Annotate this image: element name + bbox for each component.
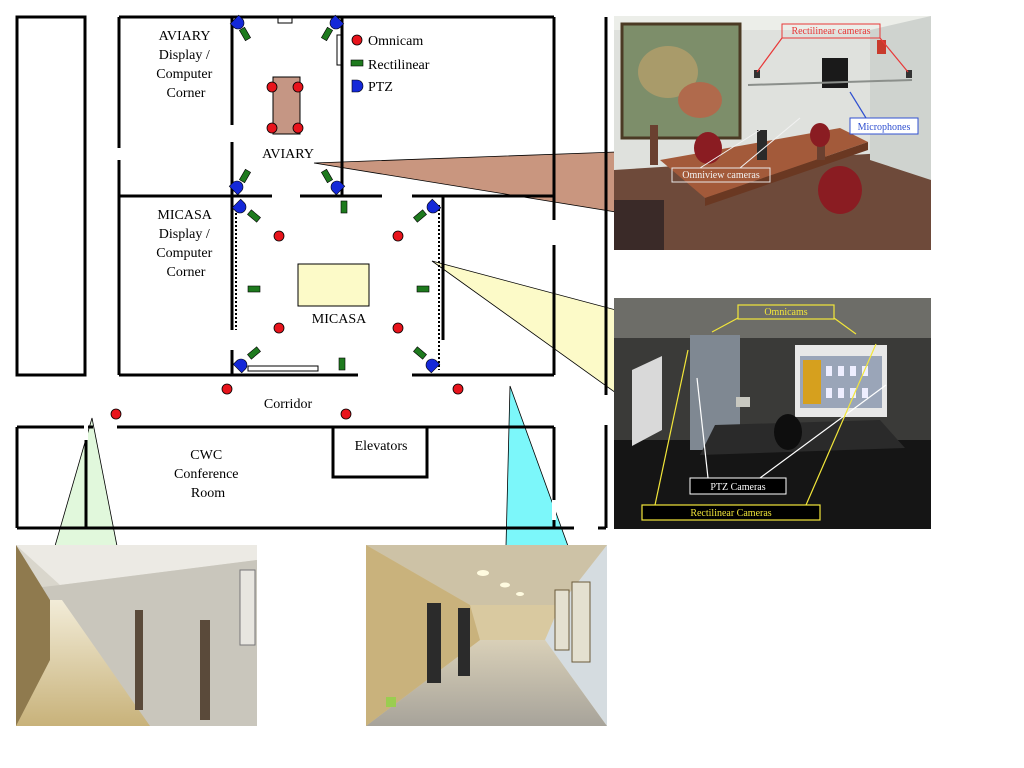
aviary-door	[277, 17, 293, 24]
omnicam-marker	[110, 408, 122, 420]
omnicam-marker	[452, 383, 464, 395]
ptz-callout-box	[689, 477, 787, 495]
legend-rectilinear-swatch	[350, 59, 364, 67]
ptz-marker	[329, 14, 345, 30]
rectilinear-callout-label: Rectilinear cameras	[791, 26, 870, 37]
legend-rectilinear-label: Rectilinear	[368, 58, 430, 73]
omniview-callout-box	[671, 167, 771, 183]
rectilinear-photo-callout-label: Rectilinear Cameras	[690, 508, 771, 519]
cwc-hallway-photo	[16, 545, 257, 726]
ptz-marker	[425, 358, 441, 374]
omnicam-marker	[266, 122, 278, 134]
omnicam-marker	[273, 230, 285, 242]
micasa-view-cone	[431, 260, 617, 394]
micasa-whiteboard	[247, 365, 319, 372]
omnicam-marker	[340, 408, 352, 420]
ptz-marker	[231, 198, 247, 214]
omnicam-marker	[266, 81, 278, 93]
aviary-photo: Rectilinear cameras Microphones Omniview…	[614, 16, 931, 250]
omnicams-callout-box	[737, 304, 835, 320]
aviary-view-cone	[313, 151, 617, 213]
omnicam-marker	[273, 322, 285, 334]
corridor-view-cone	[505, 385, 569, 547]
rectilinear-marker	[340, 200, 348, 214]
aviary-corner-label: AVIARY Display / Computer Corner	[156, 29, 216, 101]
omnicam-marker	[292, 81, 304, 93]
micasa-table	[297, 263, 370, 307]
rectilinear-marker	[247, 346, 261, 360]
elevators-label: Elevators	[355, 439, 408, 454]
door-gaps	[84, 152, 608, 530]
omnicam-marker	[292, 122, 304, 134]
omnicam-marker	[221, 383, 233, 395]
aviary-label: AVIARY	[262, 147, 314, 162]
rectilinear-marker	[320, 26, 334, 42]
rectilinear-marker	[238, 168, 252, 184]
ptz-callout-label: PTZ Cameras	[710, 482, 765, 493]
cwc-label: CWC Conference Room	[174, 448, 242, 501]
floor-plan-walls	[15, 15, 608, 530]
omnicams	[110, 81, 464, 420]
legend-omnicam-swatch	[351, 34, 363, 46]
legend-omnicam-label: Omnicam	[368, 34, 423, 49]
legend-ptz-label: PTZ	[368, 80, 393, 95]
rectilinear-marker	[247, 209, 261, 223]
legend: Omnicam Rectilinear PTZ	[350, 34, 430, 95]
rectilinear-marker	[413, 346, 427, 360]
rectilinear-callout-box	[781, 23, 881, 39]
rectilinear-marker	[238, 26, 252, 42]
legend-ptz-swatch	[351, 79, 364, 93]
omnicam-marker	[392, 230, 404, 242]
omnicam-marker	[392, 322, 404, 334]
microphones-callout-box	[849, 117, 919, 135]
micasa-label: MICASA	[312, 312, 367, 327]
rectilinear-marker	[247, 285, 261, 293]
ptz-marker	[330, 180, 346, 196]
ptz-marker	[228, 180, 244, 196]
ptz-marker	[426, 198, 442, 214]
rectilinear-marker	[413, 209, 427, 223]
omnicams-callout-label: Omnicams	[764, 307, 807, 318]
omniview-callout-label: Omniview cameras	[682, 170, 760, 181]
rectilinear-marker	[416, 285, 430, 293]
rectilinear-cameras	[238, 26, 430, 371]
rectilinear-marker	[338, 357, 346, 371]
ptz-marker	[229, 14, 245, 30]
rectilinear-photo-callout-box	[641, 504, 821, 521]
ptz-cameras	[228, 14, 442, 374]
aviary-whiteboard	[336, 34, 342, 66]
micasa-photo: Omnicams PTZ Cameras Rectilinear Cameras	[614, 298, 931, 529]
rectilinear-marker	[320, 168, 334, 184]
microphones-callout-label: Microphones	[858, 122, 911, 133]
ptz-marker	[232, 358, 248, 374]
corridor-label: Corridor	[264, 397, 313, 412]
micasa-corner-label: MICASA Display / Computer Corner	[156, 208, 216, 280]
corridor-photo	[366, 545, 607, 726]
